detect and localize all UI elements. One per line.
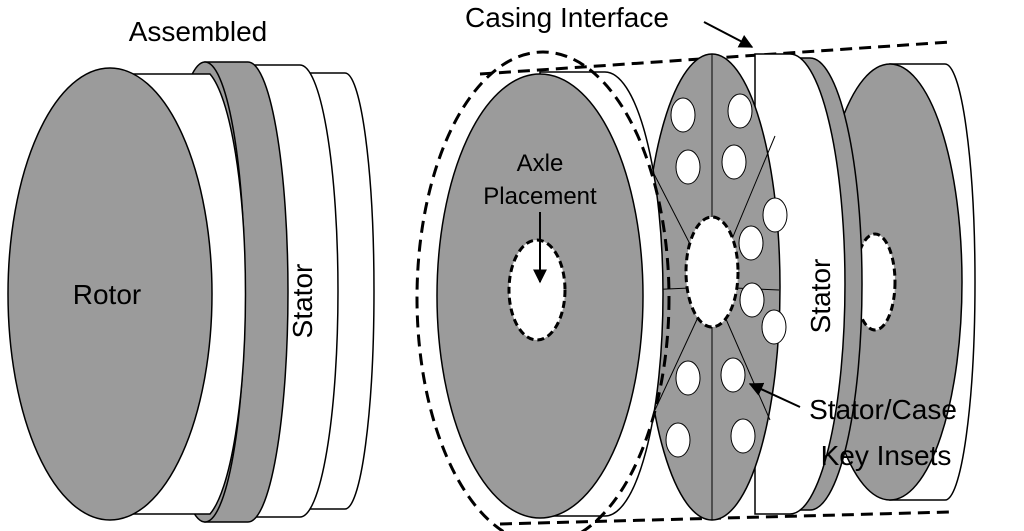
exploded-stator-ring [754, 53, 863, 515]
key-inset [738, 225, 764, 261]
casing-interface-arrow [703, 21, 754, 48]
rotor-axle-hole [507, 238, 567, 342]
rotor-label: Rotor [73, 279, 141, 310]
key-insets [665, 93, 788, 458]
key-inset [730, 418, 756, 454]
key-inset [762, 197, 788, 233]
key-inset [675, 360, 701, 396]
key-disc-axle-hole [684, 215, 740, 329]
key-inset [720, 357, 746, 393]
rotor-face [7, 67, 213, 521]
stator-label-exploded: Stator [805, 259, 836, 334]
key-insets-label-line1: Stator/Case [809, 394, 957, 425]
casing-interface-label: Casing Interface [465, 2, 669, 33]
key-insets-arrow [748, 382, 801, 408]
key-insets-label-line2: Key Insets [821, 440, 952, 471]
key-inset [721, 144, 747, 180]
axle-placement-label-line1: Axle [517, 150, 564, 177]
key-inset [739, 282, 765, 318]
exploded-rotor [436, 71, 664, 519]
assembled-group [7, 61, 375, 523]
key-inset [675, 149, 701, 185]
key-inset [665, 422, 691, 458]
assembled-title: Assembled [129, 16, 268, 47]
casing-interface-outline [415, 50, 671, 531]
key-inset [670, 97, 696, 133]
stator-label-assembled: Stator [287, 264, 318, 339]
axle-placement-label-line2: Placement [483, 183, 597, 210]
key-inset [761, 309, 787, 345]
key-inset [727, 93, 753, 129]
exploded-key-disc [643, 53, 788, 521]
